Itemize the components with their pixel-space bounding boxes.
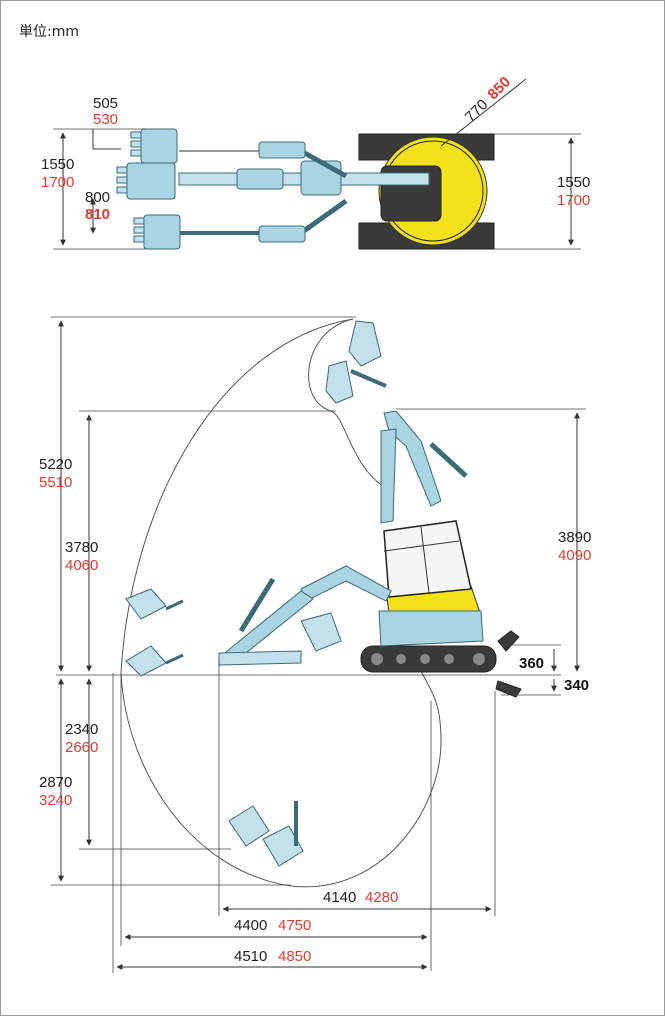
- bucket-far-lower: [125, 645, 167, 677]
- top-view: [53, 78, 581, 250]
- bucket-top-pose: [348, 320, 382, 367]
- max-reach-dim: 4510: [234, 948, 267, 965]
- max-height-dim-alt: 5510: [39, 474, 72, 491]
- bucket-dig-2: [262, 825, 304, 867]
- bucket-dig-1: [228, 805, 270, 847]
- width-right-dim: 1550: [557, 174, 590, 191]
- dig-depth-vertical-dim: 2340: [65, 721, 98, 738]
- boom-mid: [300, 565, 392, 602]
- dig-depth-dim: 2870: [39, 774, 72, 791]
- swing-dim: 800: [85, 189, 110, 206]
- bucket-top-center: [116, 162, 176, 200]
- dump-height-dim: 3780: [65, 539, 98, 556]
- cab-height-dim-alt: 4090: [558, 547, 591, 564]
- tail-swing-dim-alt: 850: [484, 73, 514, 103]
- reach-ground-dim-alt: 4750: [278, 917, 311, 934]
- blade-down-dim: 340: [564, 677, 589, 694]
- bucket-top-left: [130, 128, 178, 164]
- reach-envelope-lower: [120, 670, 442, 888]
- reach-ground-dim: 4400: [234, 917, 267, 934]
- bucket-far-upper: [125, 588, 167, 620]
- dig-depth-dim-alt: 3240: [39, 792, 72, 809]
- min-radius-dim-alt: 4280: [365, 889, 398, 906]
- dump-height-dim-alt: 4060: [65, 557, 98, 574]
- bucket-top-right: [133, 214, 181, 250]
- unit-label: 単位:mm: [19, 24, 79, 40]
- width-right-dim-alt: 1700: [557, 192, 590, 209]
- min-radius-dim: 4140: [323, 889, 356, 906]
- tail-swing-dim: 770: [462, 96, 492, 126]
- blade-down: [495, 680, 522, 698]
- bucket-mid-pose: [300, 612, 342, 652]
- swing-dim-alt: 810: [85, 206, 110, 223]
- width-left-dim: 1550: [41, 156, 74, 173]
- offset-dim-alt: 530: [93, 111, 118, 128]
- max-reach-dim-alt: 4850: [278, 948, 311, 965]
- blade-up: [497, 630, 520, 652]
- cab-side: [383, 520, 472, 598]
- width-left-dim-alt: 1700: [41, 174, 74, 191]
- side-view: [51, 316, 586, 973]
- max-height-dim: 5220: [39, 456, 72, 473]
- dig-depth-vertical-dim-alt: 2660: [65, 739, 98, 756]
- blade-up-dim: 360: [519, 655, 544, 672]
- cab-height-dim: 3890: [558, 529, 591, 546]
- offset-dim: 505: [93, 95, 118, 112]
